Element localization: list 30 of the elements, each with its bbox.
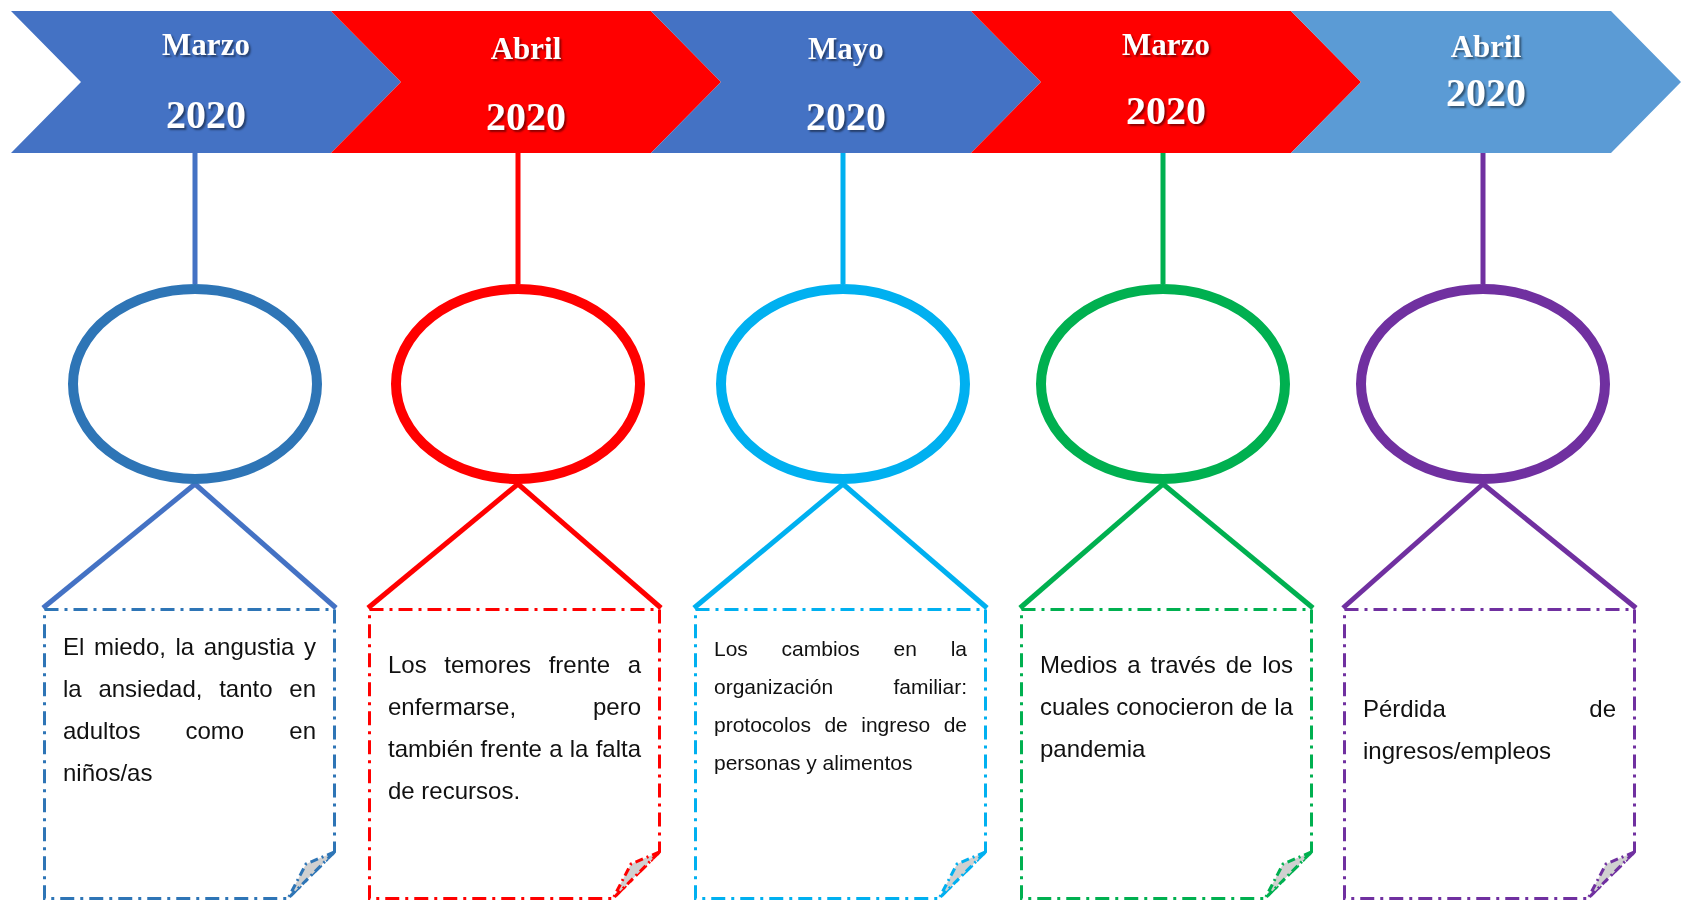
connector-line	[515, 153, 521, 284]
note-text: El miedo, la angustia y la ansiedad, tanto en adultos como en niños/as	[63, 632, 316, 788]
note-text: Medios a través de los cuales conocieron de la pandemia	[1040, 650, 1293, 764]
month-label: Mayo	[807, 33, 885, 64]
connector-line	[1160, 153, 1166, 284]
connector-line	[192, 153, 198, 284]
year-label: 2020	[1445, 73, 1527, 113]
connector-line	[1018, 482, 1165, 610]
note-text: Los temores frente a enfermarse, pero también frente a la falta de recursos.	[388, 650, 641, 806]
month-label: Marzo	[161, 29, 251, 60]
note-text: Pérdida de ingresos/empleos	[1363, 694, 1616, 766]
connector-line	[692, 482, 845, 610]
connector-line	[1161, 482, 1315, 610]
connector-line	[41, 482, 197, 610]
connector-line	[366, 482, 520, 610]
year-label: 2020	[1125, 91, 1207, 131]
year-label: 2020	[485, 97, 567, 137]
year-label: 2020	[805, 97, 887, 137]
connector-line	[1480, 153, 1486, 284]
connector-line	[1341, 482, 1485, 610]
note-text: Los cambios en la organización familiar: protocolos de ingreso de personas y alimentos	[714, 636, 967, 776]
connector-line	[193, 482, 338, 610]
connector-line	[840, 153, 846, 284]
month-label: Abril	[489, 33, 563, 64]
year-label: 2020	[165, 95, 247, 135]
month-label: Abril	[1449, 31, 1523, 62]
connector-line	[516, 482, 663, 610]
month-label: Marzo	[1121, 29, 1211, 60]
connector-line	[1481, 482, 1638, 610]
connector-line	[841, 482, 989, 610]
